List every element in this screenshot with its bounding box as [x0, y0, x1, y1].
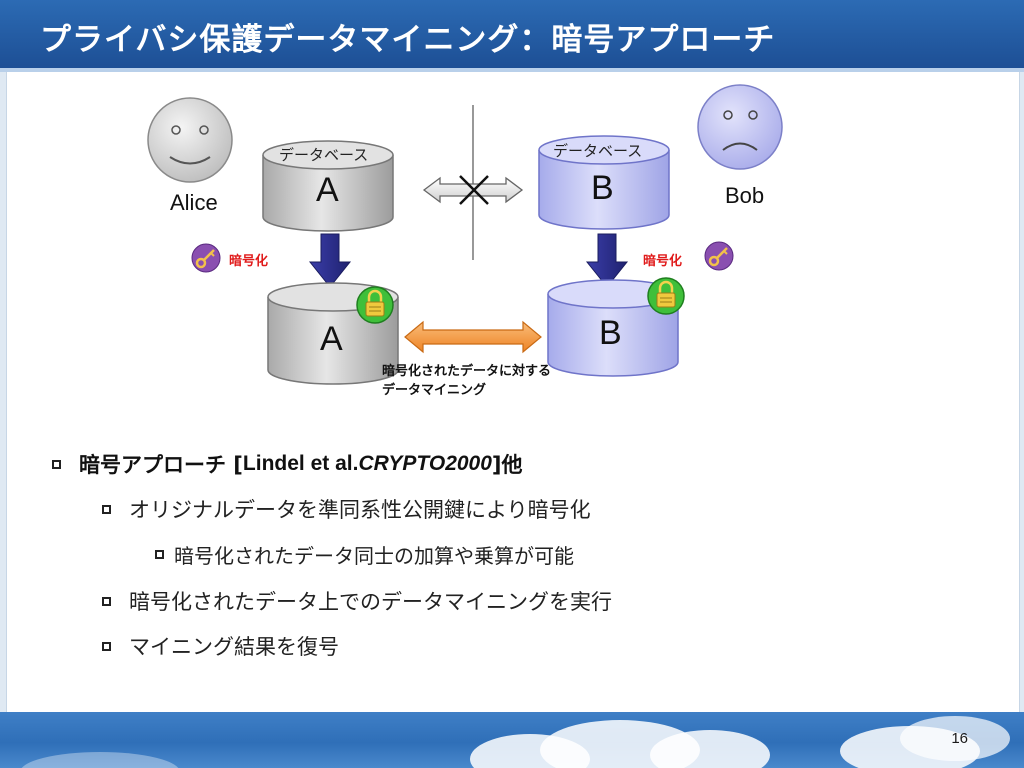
- page-number: 16: [951, 730, 968, 747]
- bullet-l1-prefix: 暗号アプローチ [: [79, 453, 243, 477]
- encrypt-arrow-right: [585, 233, 629, 288]
- bullet-l2-3-text: マイニング結果を復号: [129, 635, 339, 659]
- bullet-level2-decrypt: マイニング結果を復号: [102, 631, 339, 661]
- square-bullet-icon: [52, 459, 61, 469]
- bob-sad-face-icon: [697, 84, 783, 170]
- title-bar: プライバシ保護データマイニング：暗号アプローチ: [0, 0, 1024, 72]
- database-a-letter: A: [316, 171, 339, 209]
- square-bullet-icon: [102, 641, 111, 651]
- cloud-decoration: [650, 730, 770, 768]
- bullet-l1-author: Lindel et al.: [242, 452, 359, 475]
- key-icon-left: [191, 243, 221, 273]
- database-b-caption: データベース: [553, 142, 643, 160]
- secure-mining-double-arrow: [404, 320, 542, 354]
- database-b-cylinder: [538, 135, 670, 230]
- bullet-l2-2-text: 暗号化されたデータ上でのデータマイニングを実行: [129, 590, 612, 614]
- encrypt-arrow-left: [308, 233, 352, 288]
- database-a-cylinder: [262, 140, 394, 232]
- encrypted-database-b-letter: B: [599, 314, 622, 352]
- footer-sky-banner: 16: [0, 712, 1024, 768]
- cross-mark-icon: [459, 175, 489, 205]
- encrypted-database-a-letter: A: [320, 320, 343, 358]
- square-bullet-icon: [102, 596, 111, 606]
- cloud-decoration: [900, 716, 1010, 761]
- bullet-level2-encryption: オリジナルデータを準同系性公開鍵により暗号化: [102, 494, 591, 524]
- bullet-level3-homomorphic: 暗号化されたデータ同士の加算や乗算が可能: [155, 540, 574, 569]
- bullet-l1-venue: CRYPTO2000: [358, 452, 492, 475]
- mining-caption: 暗号化されたデータに対する データマイニング: [382, 362, 551, 400]
- bullet-l1-suffix: ]他: [491, 453, 523, 477]
- cloud-decoration: [20, 752, 180, 768]
- encrypt-label-right: 暗号化: [643, 254, 683, 269]
- encrypt-label-left: 暗号化: [229, 254, 269, 269]
- lock-icon-left: [356, 286, 394, 324]
- mining-caption-line2: データマイニング: [382, 383, 487, 398]
- slide-title: プライバシ保護データマイニング：暗号アプローチ: [40, 22, 776, 58]
- database-b-letter: B: [591, 169, 614, 207]
- protocol-diagram: [147, 84, 783, 385]
- bullet-level1-crypto-approach: 暗号アプローチ [Lindel et al. CRYPTO2000]他: [52, 449, 523, 479]
- database-a-caption: データベース: [279, 146, 369, 164]
- square-bullet-icon: [102, 504, 111, 514]
- encrypted-database-b-cylinder: [547, 279, 679, 377]
- bob-label: Bob: [725, 183, 765, 208]
- alice-smiley-icon: [147, 97, 233, 183]
- mining-caption-line1: 暗号化されたデータに対する: [382, 364, 552, 379]
- bullet-l3-1-text: 暗号化されたデータ同士の加算や乗算が可能: [174, 544, 574, 568]
- lock-icon-right: [647, 277, 685, 315]
- alice-label: Alice: [170, 190, 218, 215]
- bullet-level2-mining: 暗号化されたデータ上でのデータマイニングを実行: [102, 586, 612, 616]
- key-icon-right: [704, 241, 734, 271]
- square-bullet-icon: [155, 550, 164, 559]
- bullet-l2-1-text: オリジナルデータを準同系性公開鍵により暗号化: [129, 498, 591, 522]
